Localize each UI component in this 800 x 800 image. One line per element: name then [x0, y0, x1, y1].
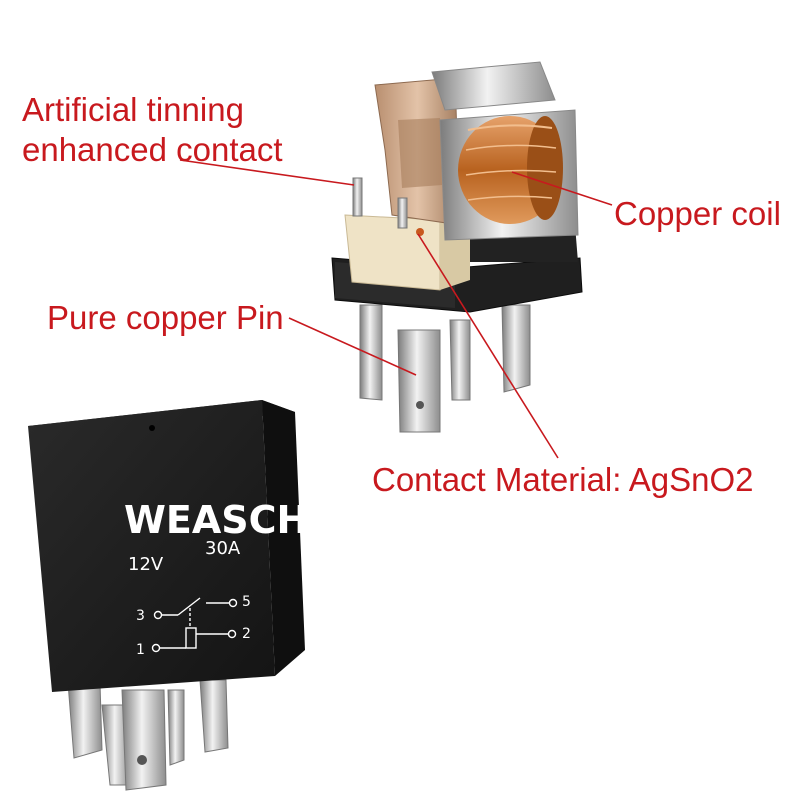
current-label: 30A — [205, 538, 241, 559]
relay-body — [28, 400, 275, 692]
callout-tinning: Artificial tinning enhanced contact — [22, 90, 283, 170]
callout-tinning-line1: Artificial tinning — [22, 91, 244, 128]
voltage-label: 12V — [128, 554, 164, 575]
open-relay — [331, 61, 583, 433]
relay-pins — [67, 679, 229, 791]
tinned-contacts — [352, 177, 424, 236]
open-relay-pins — [359, 304, 531, 433]
brand-label: WEASCH — [124, 498, 308, 542]
copper-coil — [458, 116, 563, 224]
wiring-diagram — [151, 597, 238, 653]
callout-copper-coil: Copper coil — [614, 195, 781, 232]
callout-contact-material: Contact Material: AgSnO2 — [372, 461, 754, 498]
callout-tinning-line2: enhanced contact — [22, 131, 283, 168]
pin-label-5: 5 — [242, 594, 251, 610]
pin-label-3: 3 — [136, 608, 145, 624]
pin-label-2: 2 — [242, 626, 251, 642]
callout-copper-pin: Pure copper Pin — [47, 299, 284, 336]
bobbin — [344, 214, 441, 291]
pin-label-1: 1 — [136, 642, 145, 658]
callout-leaders — [179, 159, 613, 459]
closed-relay: WEASCH 12V 30A 3 5 1 2 — [28, 400, 308, 791]
